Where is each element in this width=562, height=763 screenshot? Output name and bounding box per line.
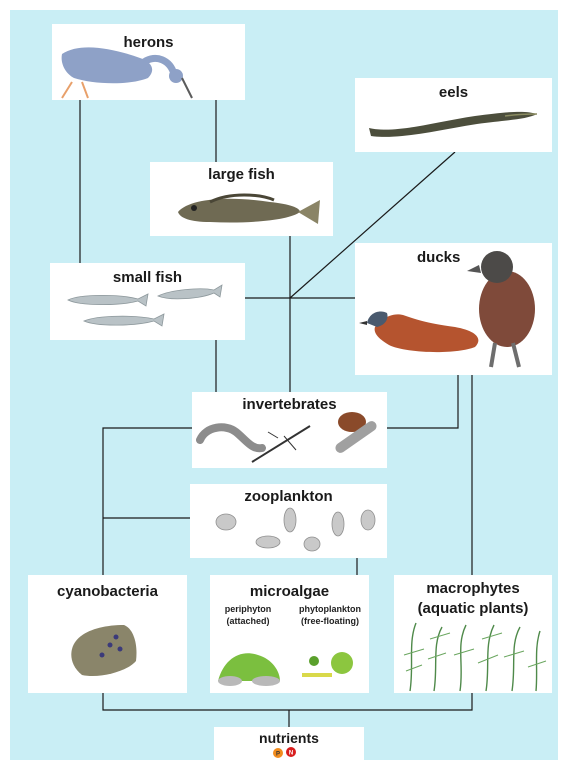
invertebrates-icon [192,392,387,468]
node-ducks[interactable]: ducks [355,243,552,375]
node-nutrients[interactable]: nutrients P N [214,727,364,760]
node-eels[interactable]: eels [355,78,552,152]
node-zooplankton[interactable]: zooplankton [190,484,387,558]
large-fish-icon [150,162,333,236]
zooplankton-icon [190,484,387,558]
node-macrophytes[interactable]: macrophytes (aquatic plants) [394,575,552,693]
link-producers-bottom [103,693,472,710]
node-microalgae[interactable]: microalgae periphyton (attached) phytopl… [210,575,369,693]
aquatic-plants-icon [394,575,552,693]
eel-icon [355,78,552,152]
nutrient-n-text: N [289,751,293,757]
small-fish-icon [50,263,245,340]
cyanobacteria-icon [28,575,187,693]
link-ducks-invertebrates [387,375,458,428]
node-small-fish[interactable]: small fish [50,263,245,340]
microalgae-icon [210,575,369,693]
nutrient-dots: P N [214,727,364,760]
nutrient-p-text: P [276,752,280,758]
duck-icon [355,243,552,375]
link-invertebrates-cyanobacteria [103,428,192,575]
node-large-fish[interactable]: large fish [150,162,333,236]
node-cyanobacteria[interactable]: cyanobacteria [28,575,187,693]
node-invertebrates[interactable]: invertebrates [192,392,387,468]
heron-icon [52,24,245,100]
node-herons[interactable]: herons [52,24,245,100]
